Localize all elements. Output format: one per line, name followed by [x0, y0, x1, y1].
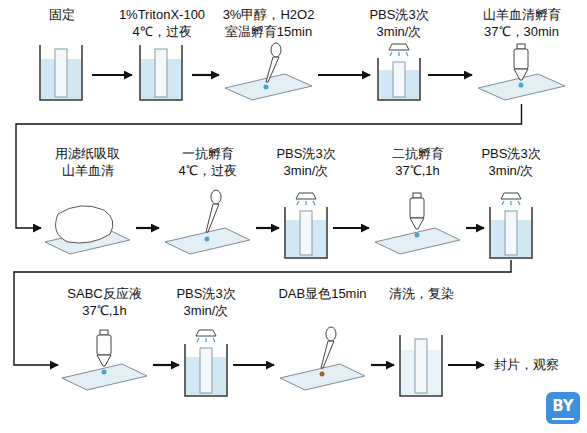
flow-arrow — [153, 364, 179, 366]
step-label: PBS洗3次 3min/次 — [170, 285, 242, 319]
wash-beaker-icon — [378, 44, 420, 100]
slide-bottle-icon — [62, 330, 147, 390]
beaker-icon — [40, 45, 82, 100]
step-label: 山羊血清孵育 37℃，30min — [476, 6, 568, 40]
process-step: 1%TritonX-100 4℃，过夜 — [138, 6, 186, 102]
filter-paper-icon — [45, 206, 130, 254]
watermark-bar — [552, 418, 574, 420]
step-label: 一抗孵育 4℃，过夜 — [173, 145, 243, 179]
process-step: 山羊血清孵育 37℃，30min — [478, 6, 565, 102]
flow-arrow — [333, 227, 369, 229]
step-label: SABC反应液 37℃,1h — [63, 285, 147, 319]
flow-arrow — [233, 364, 274, 366]
step-label: 封片，观察 — [486, 356, 566, 373]
slide-dropper-icon — [280, 327, 365, 390]
slide-dropper-icon — [225, 43, 312, 100]
step-label: 固定 — [32, 6, 92, 23]
wash-beaker-icon — [185, 330, 227, 396]
process-step: SABC反应液 37℃,1h — [62, 285, 147, 392]
beaker-icon — [140, 45, 182, 100]
flow-arrow — [466, 227, 484, 229]
step-label: PBS洗3次 3min/次 — [475, 145, 547, 179]
flow-arrow — [192, 74, 219, 76]
flow-arrow — [92, 74, 132, 76]
step-label: PBS洗3次 3min/次 — [270, 145, 342, 179]
process-step: 固定 — [38, 6, 86, 102]
step-label: 二抗孵育 37℃,1h — [386, 145, 450, 179]
step-label: DAB显色15min — [271, 285, 375, 302]
flow-arrow — [16, 104, 522, 228]
flow-arrow — [371, 364, 394, 366]
step-label: 清洗，复染 — [380, 285, 462, 302]
step-label: 用滤纸吸取 山羊血清 — [50, 145, 126, 179]
process-step: 封片，观察 — [490, 356, 562, 374]
step-label: PBS洗3次 3min/次 — [363, 6, 435, 40]
process-step: DAB显色15min — [280, 285, 365, 392]
flow-arrow — [448, 364, 484, 366]
flow-arrow — [428, 74, 472, 76]
flow-arrow — [14, 260, 511, 365]
wash-beaker-icon — [285, 193, 327, 258]
process-step: 用滤纸吸取 山羊血清 — [45, 145, 130, 256]
slide-bottle-icon — [375, 193, 460, 254]
process-step: 3%甲醇，H2O2 室温孵育15min — [225, 6, 312, 102]
step-label: 3%甲醇，H2O2 室温孵育15min — [219, 6, 319, 40]
flow-arrow — [136, 227, 159, 229]
slide-dropper-icon — [165, 190, 250, 254]
watermark-badge — [546, 392, 580, 424]
step-label: 1%TritonX-100 4℃，过夜 — [107, 6, 217, 40]
flow-arrow — [256, 227, 279, 229]
watermark-text: BY — [546, 397, 580, 415]
process-step: PBS洗3次 3min/次 — [285, 145, 327, 258]
slide-bottle-icon — [478, 44, 565, 100]
process-step: PBS洗3次 3min/次 — [185, 285, 227, 396]
wash-beaker-icon — [490, 193, 532, 258]
flow-arrow — [318, 74, 370, 76]
process-step: 二抗孵育 37℃,1h — [375, 145, 460, 256]
process-step: PBS洗3次 3min/次 — [490, 145, 532, 258]
process-step: PBS洗3次 3min/次 — [376, 6, 422, 102]
beaker-icon — [400, 335, 442, 396]
process-step: 清洗，复染 — [400, 285, 442, 396]
process-step: 一抗孵育 4℃，过夜 — [165, 145, 250, 256]
